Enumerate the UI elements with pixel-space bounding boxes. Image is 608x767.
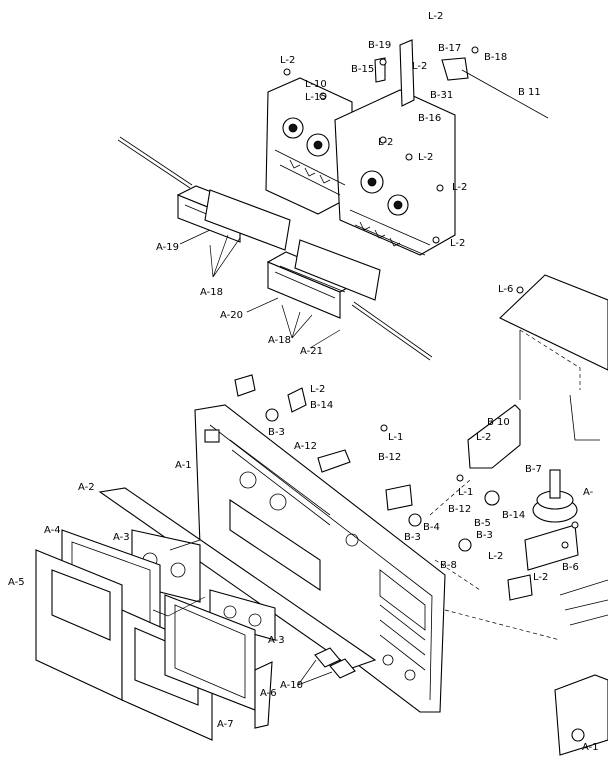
label-B3-b: B-3: [404, 532, 421, 543]
label-B18: B-18: [484, 52, 507, 63]
label-L2-c: L-2: [412, 61, 427, 72]
label-B16: B-16: [418, 113, 441, 124]
label-A18-a: A-18: [200, 287, 223, 298]
label-L2-e: L-2: [418, 152, 433, 163]
label-A1-b: A-1: [582, 742, 599, 753]
label-B12-a: B-12: [378, 452, 401, 463]
label-A10: A-10: [280, 680, 303, 691]
label-L2-a: L-2: [428, 11, 443, 22]
label-L2-h: L-2: [310, 384, 325, 395]
label-A20: A-20: [220, 310, 243, 321]
label-L2-d: L-2: [378, 137, 393, 148]
label-B14-a: B-14: [310, 400, 333, 411]
label-L2-k: L-2: [533, 572, 548, 583]
label-L2-b: L-2: [280, 55, 295, 66]
label-A-partial: A-: [583, 487, 594, 498]
label-A4: A-4: [44, 525, 61, 536]
label-A7: A-7: [217, 719, 234, 730]
label-A21: A-21: [300, 346, 323, 357]
cassette-doors: [35, 374, 533, 741]
label-B10: B 10: [487, 417, 510, 428]
tape-mechanism-assembly: [117, 39, 549, 361]
label-A3-a: A-3: [113, 532, 130, 543]
leader-lines: [152, 229, 561, 686]
label-A12: A-12: [294, 441, 317, 452]
label-B14-b: B-14: [502, 510, 525, 521]
label-B7: B-7: [525, 464, 542, 475]
pcb-bracket-assembly: [467, 274, 608, 756]
label-B6: B-6: [562, 562, 579, 573]
label-L6: L-6: [498, 284, 513, 295]
label-B31: B-31: [430, 90, 453, 101]
label-L2-g: L-2: [450, 238, 465, 249]
label-B19: B-19: [368, 40, 391, 51]
label-B11: B 11: [518, 87, 541, 98]
label-B5: B-5: [474, 518, 491, 529]
label-A18-b: A-18: [268, 335, 291, 346]
label-B3-c: B-3: [476, 530, 493, 541]
label-B4: B-4: [423, 522, 440, 533]
label-B15: B-15: [351, 64, 374, 75]
label-L2-f: L-2: [452, 182, 467, 193]
label-A3-b: A-3: [268, 635, 285, 646]
label-L2-j: L-2: [488, 551, 503, 562]
label-B3-a: B-3: [268, 427, 285, 438]
label-A5: A-5: [8, 577, 25, 588]
front-panel: [194, 404, 446, 713]
label-A1-a: A-1: [175, 460, 192, 471]
label-L2-i: L-2: [476, 432, 491, 443]
label-B17: B-17: [438, 43, 461, 54]
label-L1-a: L-1: [388, 432, 403, 443]
label-A19: A-19: [156, 242, 179, 253]
label-L1-b: L-1: [458, 487, 473, 498]
label-B8: B-8: [440, 560, 457, 571]
label-B12-b: B-12: [448, 504, 471, 515]
label-A6: A-6: [260, 688, 277, 699]
part-labels: L-2 B-19 B-17 B-18 B-15 L-2 L-10 L-15 L-…: [8, 11, 599, 753]
label-A2: A-2: [78, 482, 95, 493]
label-L15: L-15: [305, 92, 327, 103]
label-L10: L-10: [305, 79, 327, 90]
